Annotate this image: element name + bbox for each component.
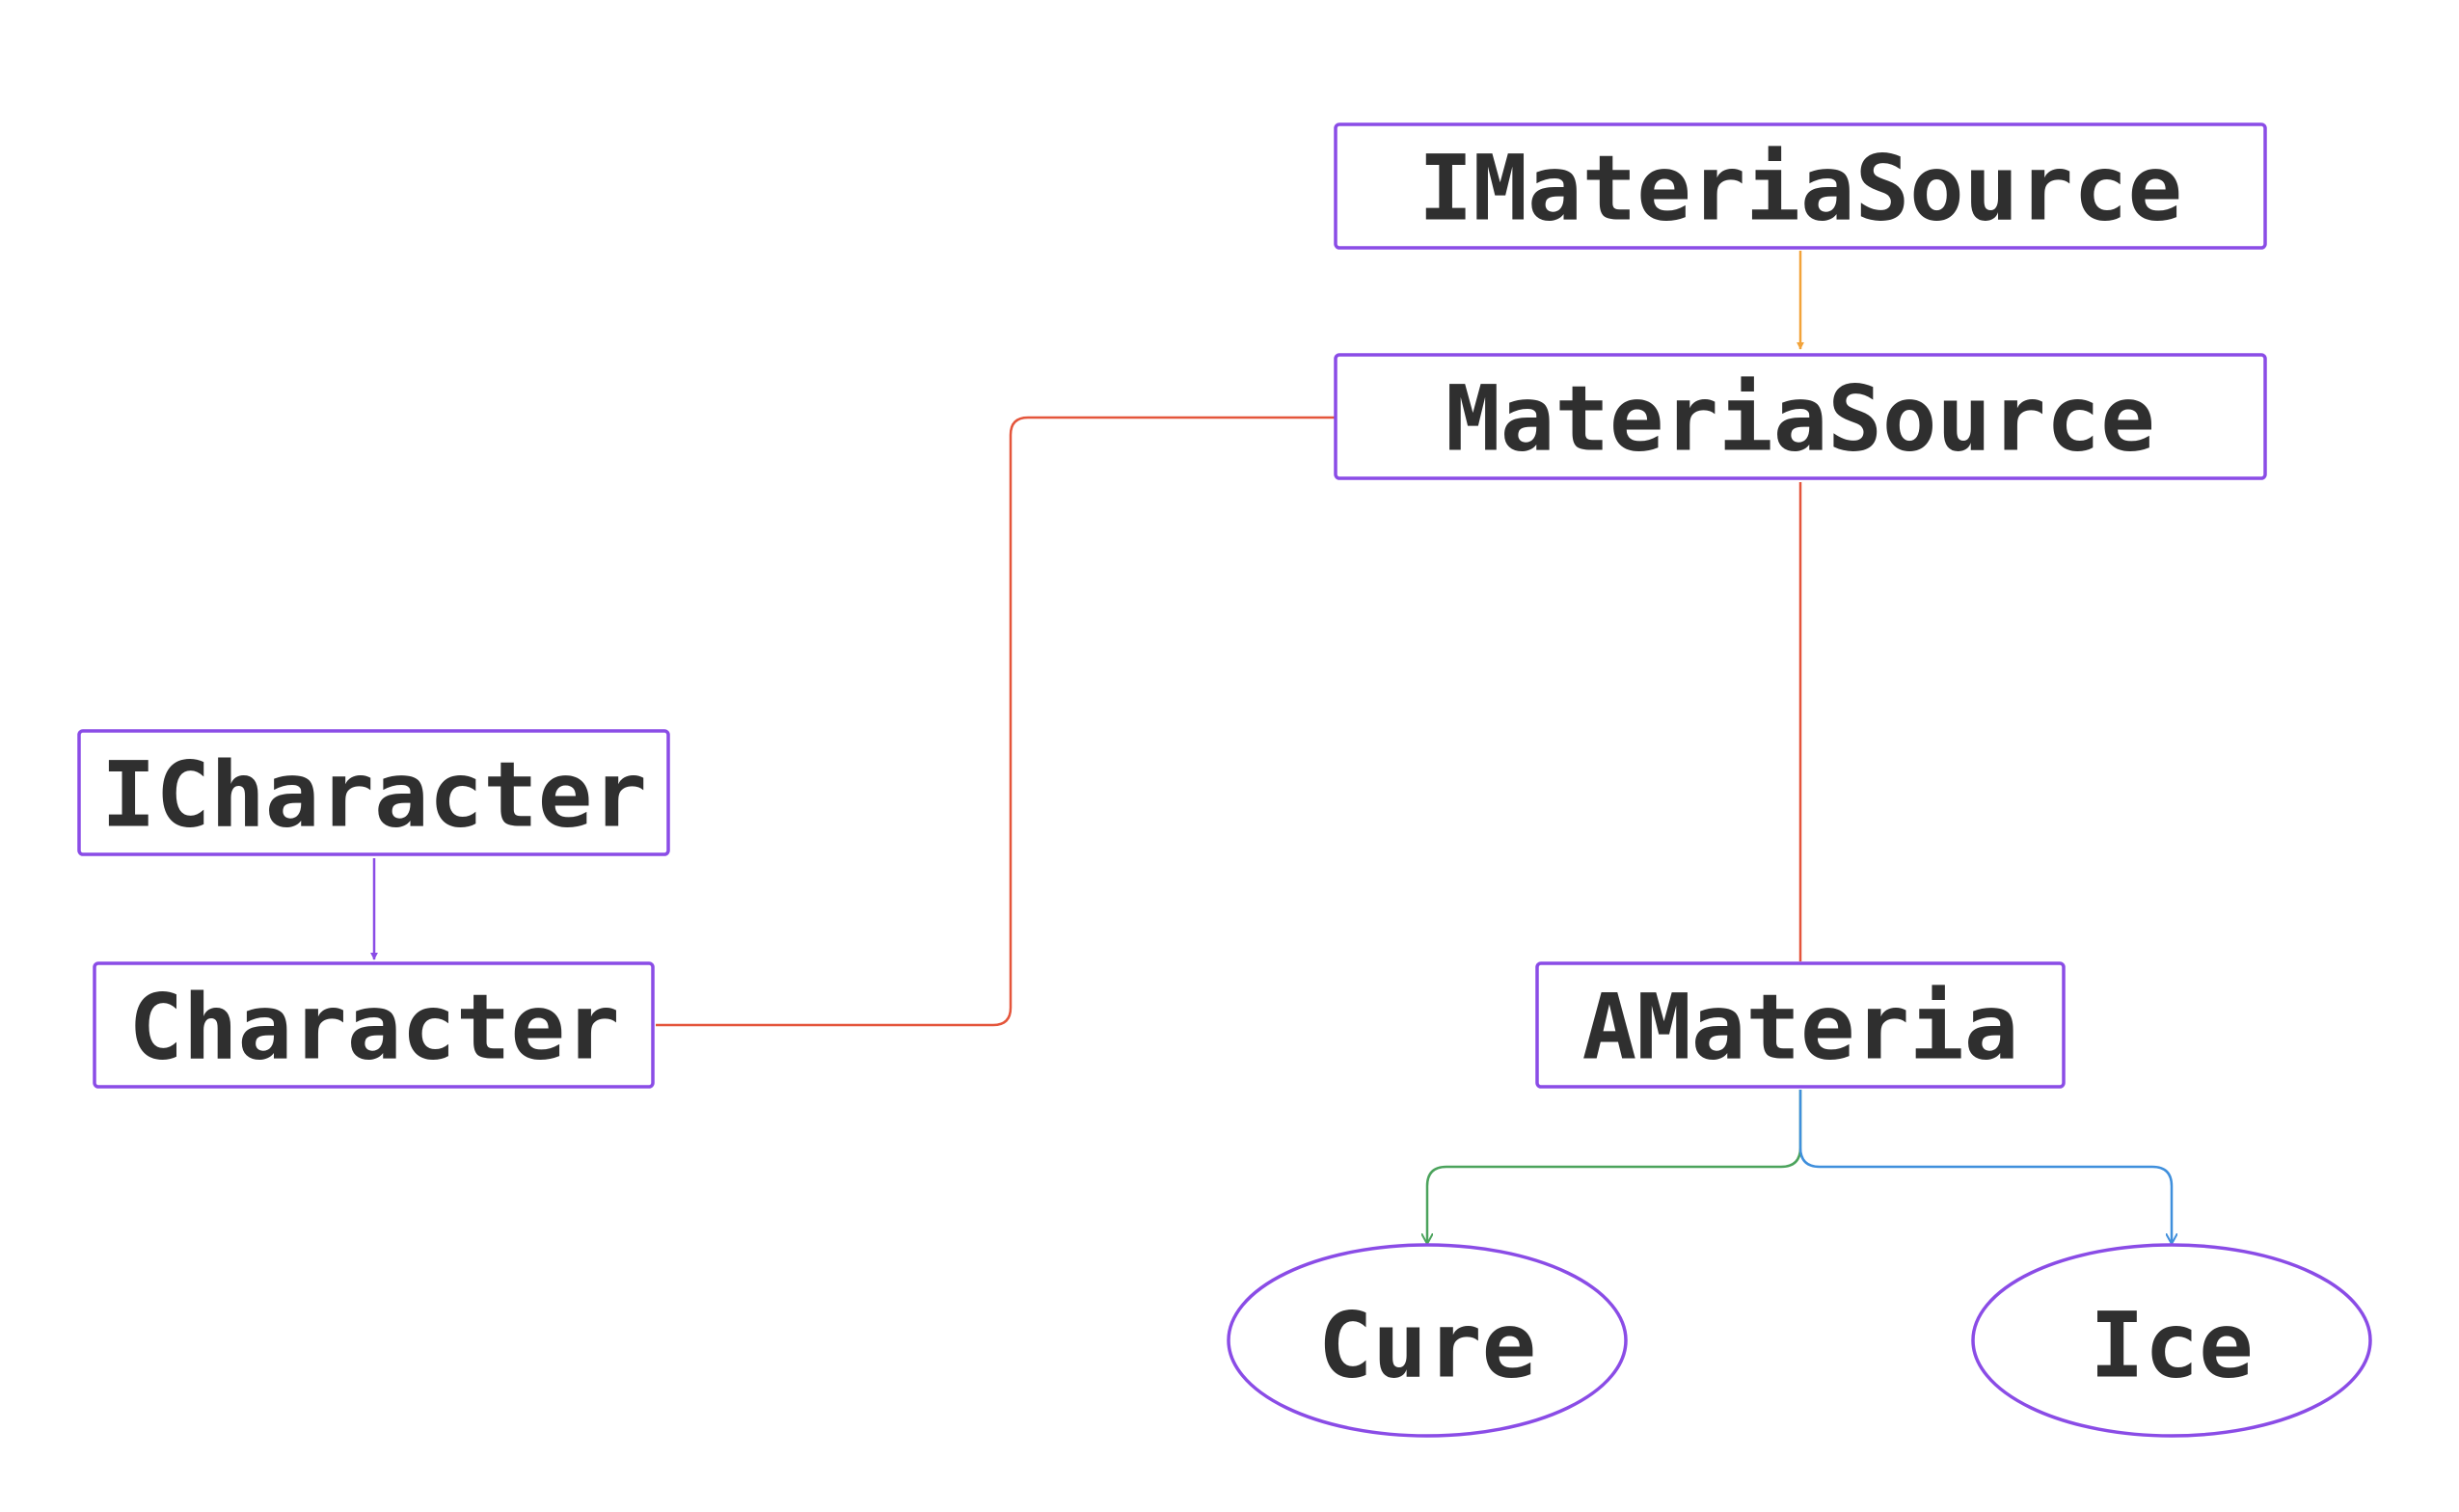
edge-character-to-materiasource bbox=[656, 416, 1336, 1027]
node-imateriasource-label: IMateriaSource bbox=[1419, 137, 2182, 242]
node-materiasource-label: MateriaSource bbox=[1446, 367, 2155, 472]
node-ice-label: Ice bbox=[2090, 1294, 2254, 1399]
node-icharacter-label: ICharacter bbox=[101, 743, 647, 849]
node-materiasource: MateriaSource bbox=[1334, 353, 2267, 480]
node-character: Character bbox=[93, 961, 655, 1089]
node-imateriasource: IMateriaSource bbox=[1334, 122, 2267, 250]
node-ice-ellipse bbox=[1971, 1243, 2372, 1438]
node-icharacter: ICharacter bbox=[77, 729, 670, 856]
node-amateria-label: AMateria bbox=[1582, 976, 2019, 1081]
edge-amateria-to-cure bbox=[1427, 1090, 1802, 1244]
node-amateria: AMateria bbox=[1535, 961, 2066, 1089]
node-cure-ellipse bbox=[1227, 1243, 1628, 1438]
edge-amateria-to-ice bbox=[1798, 1090, 2172, 1244]
node-icharacter-box bbox=[77, 729, 670, 856]
node-ice: Ice bbox=[1971, 1243, 2372, 1438]
node-imateriasource-box bbox=[1334, 122, 2267, 250]
node-materiasource-box bbox=[1334, 353, 2267, 480]
node-cure: Cure bbox=[1227, 1243, 1628, 1438]
node-cure-label: Cure bbox=[1318, 1294, 1536, 1399]
node-amateria-box bbox=[1535, 961, 2066, 1089]
node-character-label: Character bbox=[128, 976, 619, 1081]
node-character-box bbox=[93, 961, 655, 1089]
